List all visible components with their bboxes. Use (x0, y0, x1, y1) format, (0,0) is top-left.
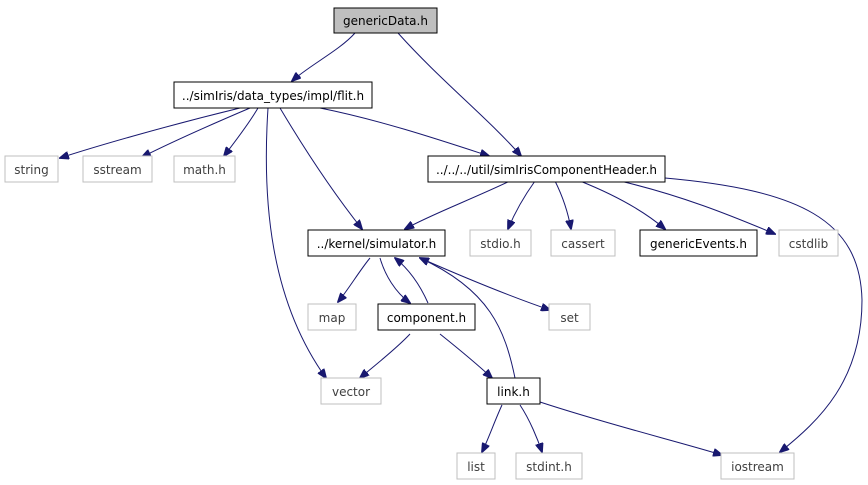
node-map[interactable]: map (307, 303, 357, 331)
edges (60, 32, 863, 455)
node-label: string (14, 163, 48, 177)
edge-flit-math (224, 107, 259, 156)
node-iostream[interactable]: iostream (720, 452, 795, 480)
node-label: ../simIris/data_types/impl/flit.h (182, 89, 364, 103)
edge-link-stdint (519, 404, 542, 452)
node-label: stdio.h (480, 237, 520, 251)
edge-link-iostream (539, 401, 722, 455)
edge-compHeader-stdio (508, 180, 536, 229)
node-label: cstdlib (789, 237, 828, 251)
node-compHeader[interactable]: ../../../util/simIrisComponentHeader.h (427, 155, 666, 183)
node-label: iostream (731, 460, 784, 474)
edge-flit-compHeader (319, 107, 489, 156)
edge-compHeader-cassert (554, 180, 571, 229)
node-label: math.h (183, 163, 226, 177)
node-label: vector (332, 385, 370, 399)
edge-flit-vector (265, 107, 326, 378)
edge-genericData-compHeader (397, 32, 521, 156)
edge-component-simulator (395, 258, 429, 304)
node-sstream[interactable]: sstream (82, 155, 153, 183)
edge-compHeader-iostream (664, 177, 863, 452)
edge-compHeader-cstdlib (619, 180, 775, 234)
nodes: genericData.h ../simIris/data_types/impl… (4, 7, 839, 480)
node-label: component.h (387, 311, 466, 325)
node-cassert[interactable]: cassert (550, 229, 616, 257)
node-label: list (467, 460, 485, 474)
node-component[interactable]: component.h (377, 303, 476, 331)
node-label: genericEvents.h (650, 237, 747, 251)
edge-simulator-map (338, 257, 371, 302)
edge-component-vector (360, 333, 411, 378)
edge-compHeader-genericEvents (579, 180, 665, 229)
node-simulator[interactable]: ../kernel/simulator.h (307, 229, 446, 257)
node-vector[interactable]: vector (320, 377, 382, 405)
node-math[interactable]: math.h (173, 155, 236, 183)
edge-simulator-set (419, 257, 550, 310)
node-cstdlib[interactable]: cstdlib (778, 229, 839, 257)
node-label: genericData.h (343, 14, 428, 28)
node-set[interactable]: set (548, 303, 591, 331)
node-string[interactable]: string (4, 155, 59, 183)
node-label: ../../../util/simIrisComponentHeader.h (436, 163, 657, 177)
node-stdio[interactable]: stdio.h (469, 229, 532, 257)
node-stdint[interactable]: stdint.h (515, 452, 583, 480)
node-label: map (319, 311, 346, 325)
node-label: set (560, 311, 579, 325)
node-list[interactable]: list (456, 452, 496, 480)
edge-genericData-flit (292, 32, 356, 81)
node-genericData[interactable]: genericData.h (333, 7, 438, 34)
edge-flit-simulator (279, 107, 362, 229)
edge-simulator-component (379, 257, 410, 303)
node-label: cassert (561, 237, 605, 251)
node-genericEvents[interactable]: genericEvents.h (639, 229, 758, 257)
edge-link-simulator (420, 258, 516, 379)
node-label: link.h (497, 385, 530, 399)
edge-component-link (439, 333, 492, 378)
node-flit[interactable]: ../simIris/data_types/impl/flit.h (173, 81, 373, 109)
node-link[interactable]: link.h (486, 377, 541, 405)
node-label: ../kernel/simulator.h (317, 237, 437, 251)
node-label: stdint.h (526, 460, 572, 474)
node-label: sstream (93, 163, 141, 177)
edge-compHeader-simulator (405, 180, 511, 229)
edge-flit-sstream (142, 107, 251, 157)
edge-flit-string (60, 107, 241, 158)
edge-link-list (482, 404, 503, 452)
